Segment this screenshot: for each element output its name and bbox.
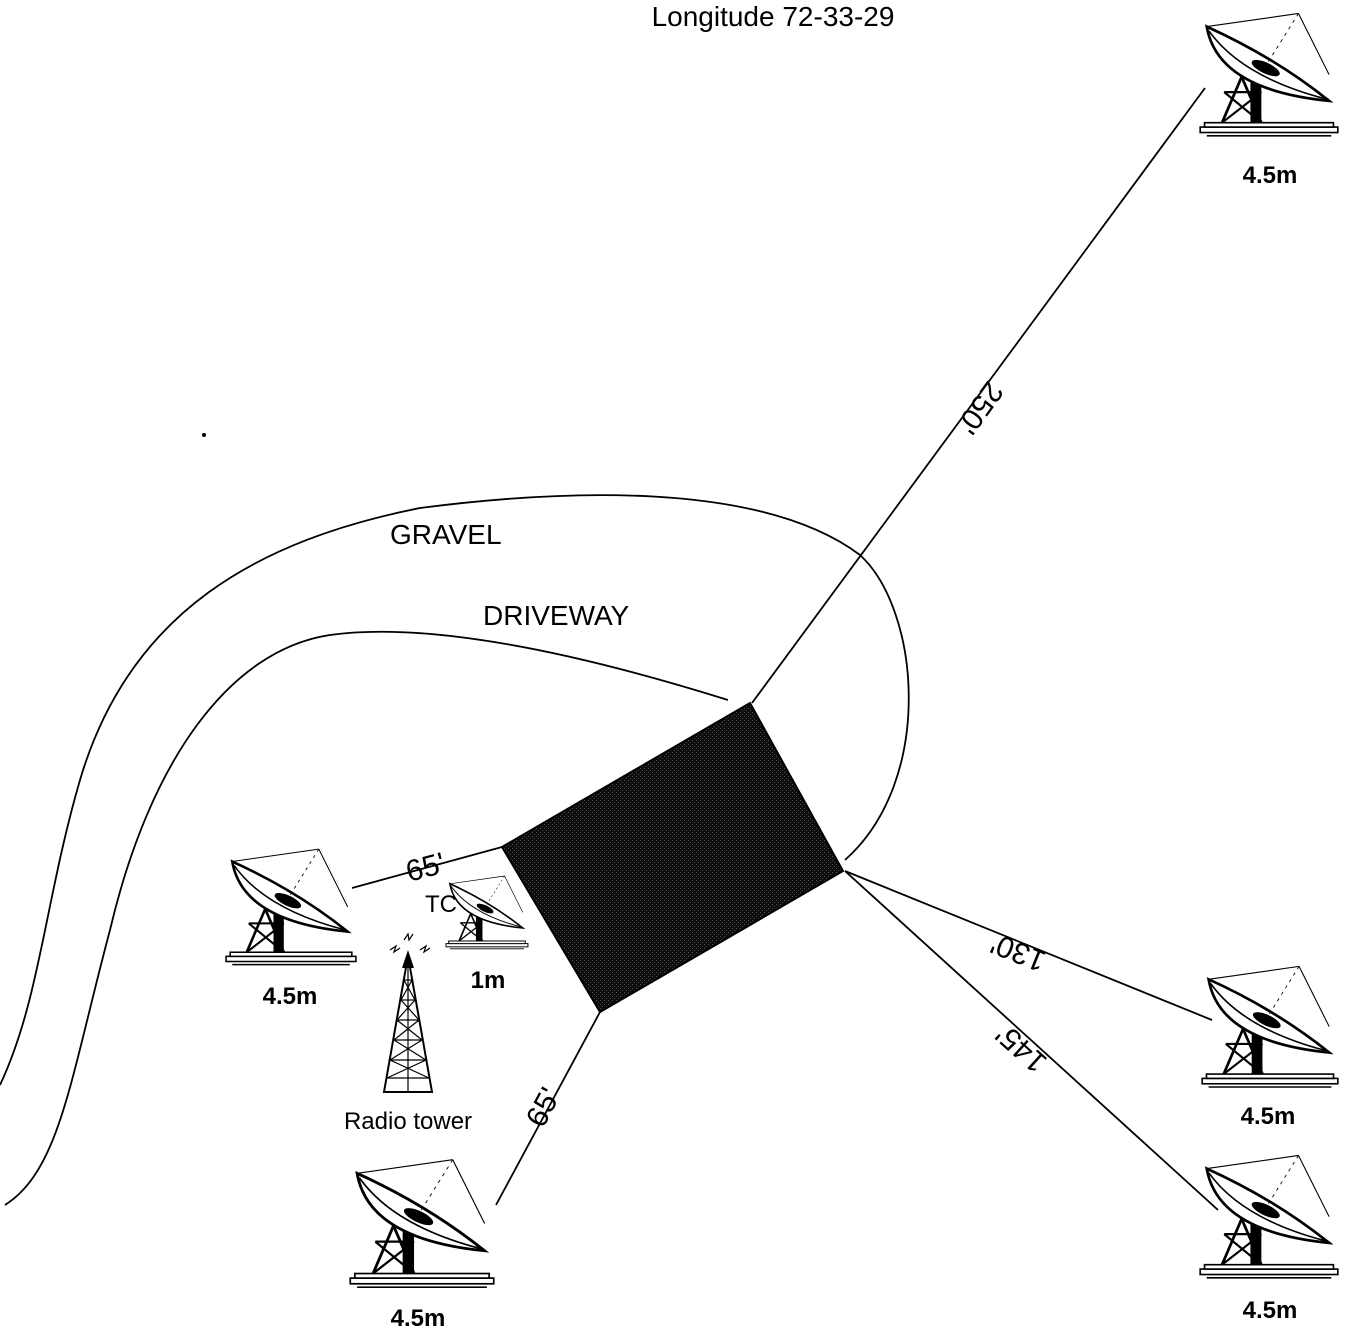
east-dish-icon — [1200, 965, 1340, 1089]
south-dimension-line — [495, 1011, 601, 1206]
gravel-label: GRAVEL — [390, 519, 502, 550]
ne-dish-icon — [1198, 11, 1340, 138]
east-dimension-label: 130' — [986, 926, 1050, 977]
building — [500, 701, 845, 1014]
west-antenna-size: 4.5m — [263, 983, 318, 1010]
west-dimension-label: 65' — [402, 847, 448, 889]
east-dimension-line — [844, 870, 1213, 1021]
south-antenna-size: 4.5m — [391, 1305, 446, 1331]
driveway-inner-edge — [4, 630, 729, 1206]
ne-dimension-line — [751, 87, 1206, 704]
radio-tower-icon — [382, 932, 434, 1093]
south-dimension-label: 65' — [520, 1083, 567, 1133]
ne-antenna-size: 4.5m — [1243, 162, 1298, 189]
se-dimension-line — [844, 870, 1219, 1211]
south-dish-icon — [348, 1158, 496, 1289]
se-dish-icon — [1198, 1153, 1340, 1280]
west-dish-icon — [224, 847, 358, 966]
east-antenna-size: 4.5m — [1241, 1103, 1296, 1130]
west-dimension-line — [351, 846, 503, 889]
ne-dimension-label: 250' — [950, 375, 1009, 440]
se-dimension-label: 145' — [990, 1017, 1054, 1079]
small-dish-icon — [445, 875, 529, 950]
driveway-outer-edge — [0, 494, 910, 1086]
se-antenna-size: 4.5m — [1243, 1297, 1298, 1324]
small-antenna-partial-label: TC — [425, 891, 457, 918]
radio-tower-label: Radio tower — [344, 1108, 472, 1135]
longitude-label: Longitude 72-33-29 — [652, 1, 895, 32]
driveway-label: DRIVEWAY — [483, 600, 630, 631]
small-antenna-size: 1m — [471, 967, 506, 994]
stray-mark — [202, 433, 206, 437]
